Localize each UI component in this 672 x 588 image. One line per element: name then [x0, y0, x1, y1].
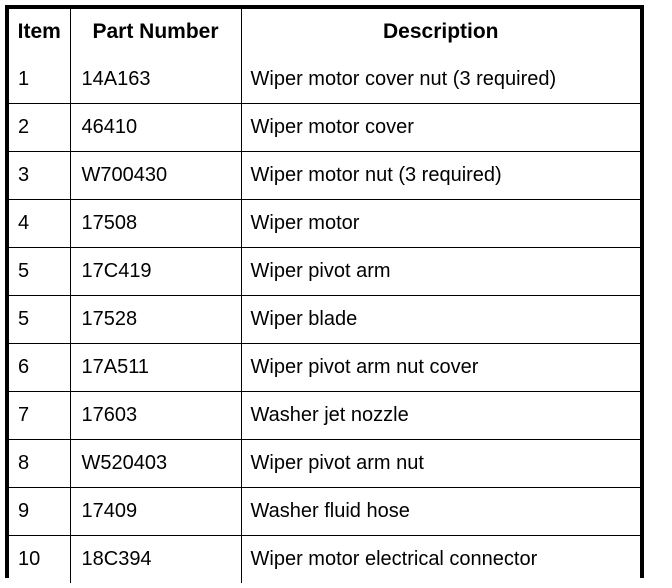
table-row: 5 17C419 Wiper pivot arm: [9, 247, 640, 296]
column-header-part-number: Part Number: [69, 9, 242, 56]
cell-item: 7: [9, 391, 71, 440]
parts-table-container: Item Part Number Description 1 14A163 Wi…: [5, 5, 644, 583]
column-header-description: Description: [240, 9, 640, 56]
table-header: Item Part Number Description: [9, 9, 640, 56]
cell-description: Wiper motor electrical connector: [240, 535, 640, 583]
cell-description: Wiper blade: [240, 295, 640, 344]
table-row: 7 17603 Washer jet nozzle: [9, 391, 640, 440]
cell-description: Washer jet nozzle: [240, 391, 640, 440]
cell-item: 5: [9, 247, 71, 296]
cell-item: 5: [9, 295, 71, 344]
table-row: 2 46410 Wiper motor cover: [9, 103, 640, 152]
cell-description: Wiper pivot arm nut: [240, 439, 640, 488]
cell-part-number: 17603: [69, 391, 242, 440]
cell-part-number: 46410: [69, 103, 242, 152]
cell-description: Wiper motor nut (3 required): [240, 151, 640, 200]
cell-part-number: 17A511: [69, 343, 242, 392]
table-row: 3 W700430 Wiper motor nut (3 required): [9, 151, 640, 200]
cell-part-number: W700430: [69, 151, 242, 200]
cell-description: Wiper motor cover nut (3 required): [240, 56, 640, 104]
cell-item: 3: [9, 151, 71, 200]
cell-item: 4: [9, 199, 71, 248]
cell-item: 10: [9, 535, 71, 583]
cell-part-number: 17C419: [69, 247, 242, 296]
table-header-row: Item Part Number Description: [9, 9, 640, 56]
cell-part-number: 14A163: [69, 56, 242, 104]
table-row: 10 18C394 Wiper motor electrical connect…: [9, 535, 640, 583]
cell-item: 9: [9, 487, 71, 536]
cell-description: Wiper pivot arm: [240, 247, 640, 296]
cell-part-number: 17508: [69, 199, 242, 248]
table-row: 8 W520403 Wiper pivot arm nut: [9, 439, 640, 488]
table-body: 1 14A163 Wiper motor cover nut (3 requir…: [9, 56, 640, 583]
parts-table: Item Part Number Description 1 14A163 Wi…: [9, 9, 640, 583]
cell-description: Wiper motor cover: [240, 103, 640, 152]
cell-description: Wiper pivot arm nut cover: [240, 343, 640, 392]
table-row: 4 17508 Wiper motor: [9, 199, 640, 248]
table-row: 5 17528 Wiper blade: [9, 295, 640, 344]
column-header-item: Item: [9, 9, 71, 56]
cell-part-number: 17528: [69, 295, 242, 344]
cell-description: Washer fluid hose: [240, 487, 640, 536]
cell-item: 6: [9, 343, 71, 392]
cell-part-number: W520403: [69, 439, 242, 488]
table-row: 1 14A163 Wiper motor cover nut (3 requir…: [9, 56, 640, 104]
cell-part-number: 17409: [69, 487, 242, 536]
cell-item: 8: [9, 439, 71, 488]
cell-part-number: 18C394: [69, 535, 242, 583]
cell-description: Wiper motor: [240, 199, 640, 248]
table-row: 6 17A511 Wiper pivot arm nut cover: [9, 343, 640, 392]
table-row: 9 17409 Washer fluid hose: [9, 487, 640, 536]
cell-item: 1: [9, 56, 71, 104]
cell-item: 2: [9, 103, 71, 152]
